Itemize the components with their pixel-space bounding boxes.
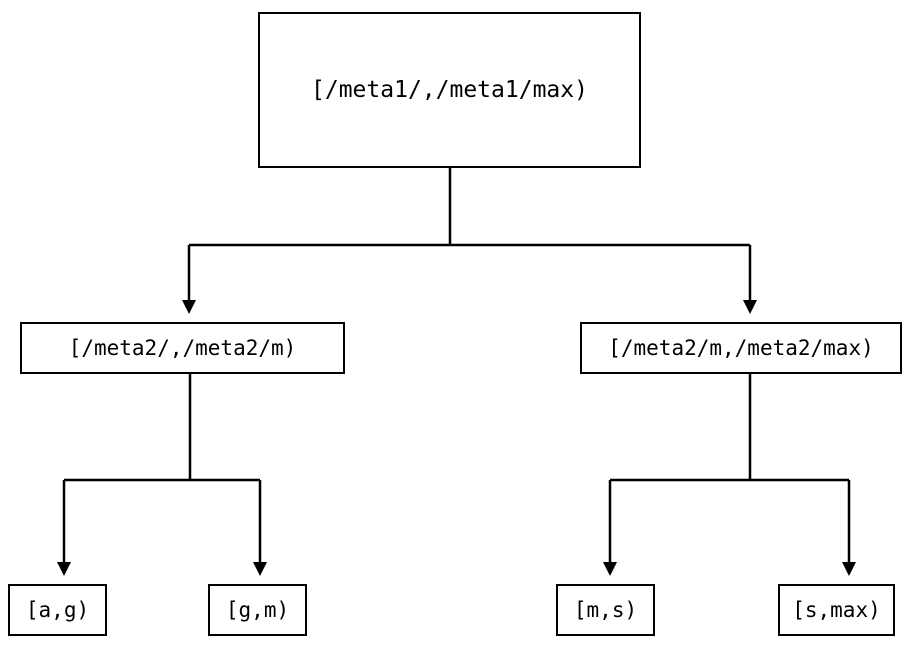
node-mid-right-label: [/meta2/m,/meta2/max) [608,335,874,360]
arrowhead-leaf-4-icon [842,562,856,576]
node-leaf-1-label: [a,g) [25,597,90,622]
node-mid-left[interactable]: [/meta2/,/meta2/m) [20,322,345,374]
node-root-label: [/meta1/,/meta1/max) [311,76,588,103]
edge-mid-right-to-leaves [608,374,851,562]
arrowhead-leaf-3-icon [603,562,617,576]
arrowhead-mid-left-icon [182,300,196,314]
node-leaf-4[interactable]: [s,max) [778,584,895,636]
node-root[interactable]: [/meta1/,/meta1/max) [258,12,641,168]
arrowhead-leaf-2-icon [253,562,267,576]
arrowhead-leaf-1-icon [57,562,71,576]
node-leaf-1[interactable]: [a,g) [8,584,107,636]
node-leaf-4-label: [s,max) [792,597,881,622]
edge-root-to-mid-level [187,168,752,300]
node-mid-right[interactable]: [/meta2/m,/meta2/max) [580,322,902,374]
node-mid-left-label: [/meta2/,/meta2/m) [68,335,297,360]
node-leaf-2-label: [g,m) [225,597,290,622]
node-leaf-3-label: [m,s) [573,597,638,622]
node-leaf-3[interactable]: [m,s) [556,584,655,636]
node-leaf-2[interactable]: [g,m) [208,584,307,636]
edge-mid-left-to-leaves [62,374,262,562]
arrowhead-mid-right-icon [743,300,757,314]
